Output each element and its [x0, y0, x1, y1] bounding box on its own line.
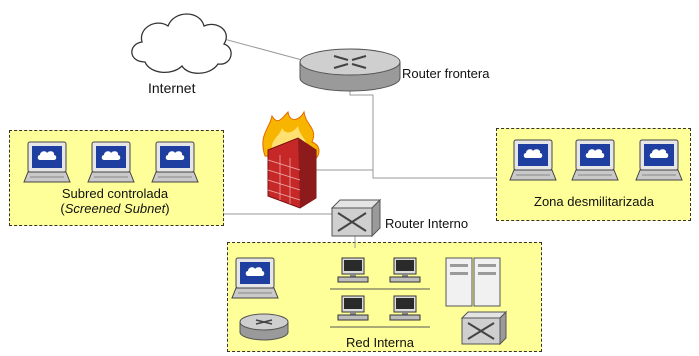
internal-workstation-1-icon	[337, 257, 369, 283]
internal-workstation-3-icon	[337, 295, 369, 321]
subred-paren-close: )	[165, 201, 170, 216]
internal-lan-bus	[330, 288, 430, 328]
internal-workstation-2-icon	[389, 257, 421, 283]
dmz-computer-3-icon	[635, 139, 683, 181]
subred-controlada-label: Subred controlada (Screened Subnet)	[30, 186, 200, 216]
internal-router-icon	[239, 313, 289, 341]
subred-title: Subred controlada	[61, 186, 169, 201]
subred-paren-open: (	[60, 201, 65, 216]
internal-switch-icon	[460, 310, 508, 346]
router-interno-label: Router Interno	[385, 216, 469, 231]
server-rack-icon	[445, 257, 501, 307]
internet-label: Internet	[148, 80, 196, 96]
subred-computer-1-icon	[23, 141, 71, 183]
link-router-dmz	[349, 88, 497, 179]
subred-computer-2-icon	[87, 141, 135, 183]
router-frontera-icon	[299, 48, 401, 92]
firewall-icon	[262, 110, 320, 209]
dmz-computer-2-icon	[571, 139, 619, 181]
internal-workstation-4-icon	[389, 295, 421, 321]
dmz-label: Zona desmilitarizada	[534, 194, 654, 209]
red-interna-label: Red Interna	[346, 335, 414, 350]
subred-computer-3-icon	[151, 141, 199, 183]
subred-subtitle-italic: Screened Subnet	[64, 201, 166, 216]
subred-subtitle: (Screened Subnet)	[30, 201, 200, 216]
internal-computer-icon	[231, 257, 279, 299]
router-frontera-label: Router frontera	[402, 66, 490, 81]
cloud-icon	[131, 13, 232, 74]
dmz-computer-1-icon	[509, 139, 557, 181]
router-interno-icon	[330, 198, 382, 238]
